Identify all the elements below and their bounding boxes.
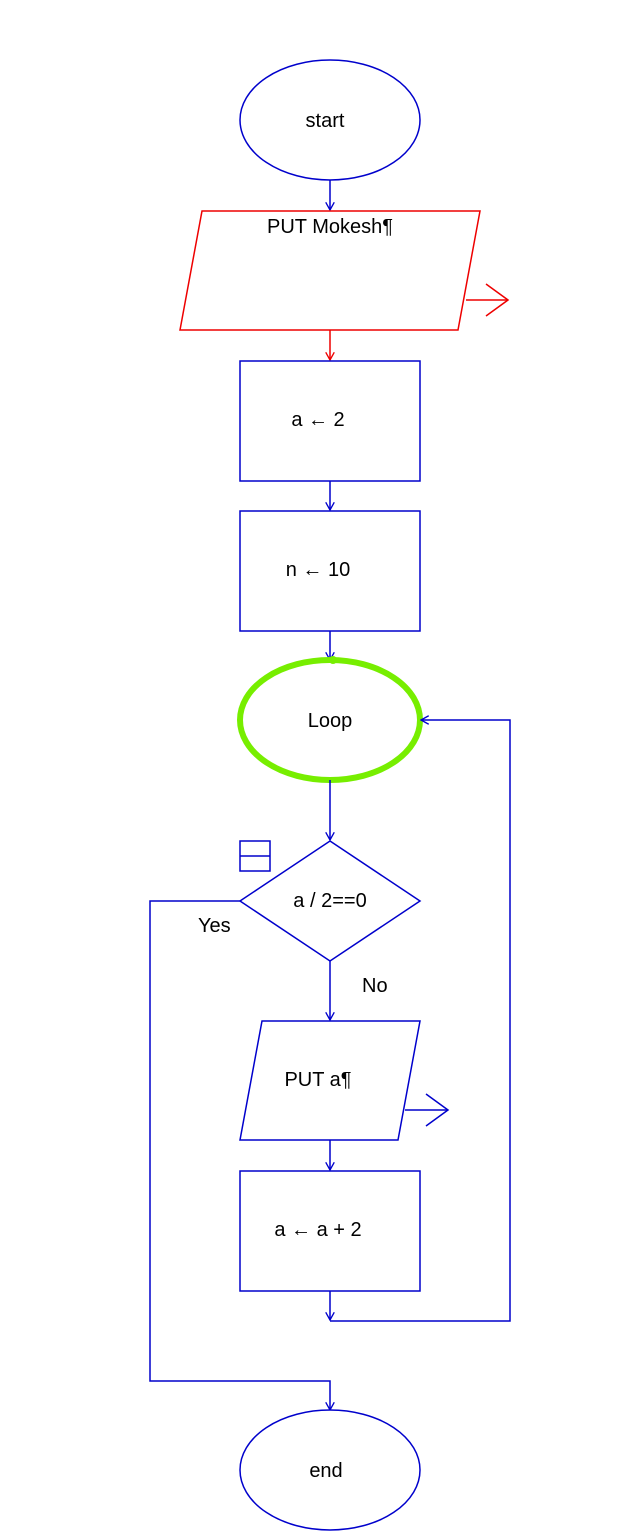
- loop-label: Loop: [308, 710, 353, 732]
- assign-n-node[interactable]: n ← 10: [239, 510, 421, 632]
- connector-yes-to-end: [149, 900, 330, 1410]
- loop-entry-dot: [329, 656, 337, 664]
- end-shape: [239, 1409, 421, 1531]
- output-name-shape: [179, 210, 481, 331]
- increment-shape: [239, 1170, 421, 1292]
- assign-n-label: n ← 10: [286, 559, 350, 581]
- no-branch-label: No: [362, 975, 388, 997]
- start-node[interactable]: start: [239, 59, 421, 181]
- yes-branch-label: Yes: [198, 915, 231, 937]
- output-a-shape: [239, 1020, 421, 1141]
- assign-n-shape: [239, 510, 421, 632]
- output-a-node[interactable]: PUT a¶: [239, 1020, 450, 1141]
- assign-a-node[interactable]: a ← 2: [239, 360, 421, 482]
- end-node[interactable]: end: [239, 1409, 421, 1531]
- increment-label: a ← a + 2: [274, 1219, 361, 1241]
- output-name-node[interactable]: PUT Mokesh¶: [179, 210, 510, 331]
- end-label: end: [309, 1460, 342, 1482]
- output-a-label: PUT a¶: [284, 1069, 351, 1091]
- output-arrow-icon: [405, 1093, 450, 1127]
- loop-node[interactable]: Loop: [237, 656, 423, 783]
- increment-node[interactable]: a ← a + 2: [239, 1170, 421, 1292]
- assign-a-label: a ← 2: [291, 409, 344, 431]
- condition-label: a / 2==0: [293, 890, 366, 912]
- output-name-label: PUT Mokesh¶: [267, 216, 393, 238]
- start-label: start: [306, 110, 345, 132]
- assign-a-shape: [239, 360, 421, 482]
- output-arrow-icon: [466, 283, 510, 317]
- connector-loop-back: [330, 720, 511, 1322]
- collapse-toggle-icon[interactable]: [239, 840, 271, 872]
- condition-node[interactable]: a / 2==0: [238, 840, 422, 962]
